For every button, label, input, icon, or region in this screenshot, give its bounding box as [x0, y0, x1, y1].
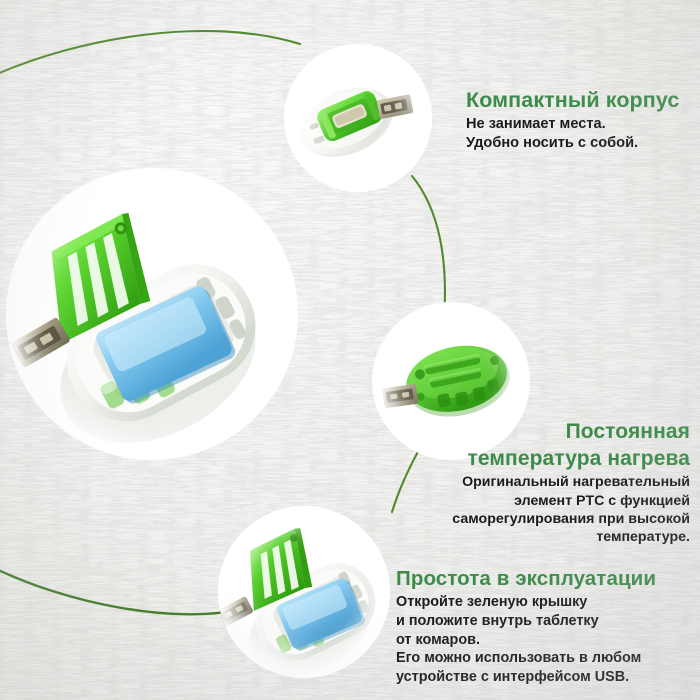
product-photo-top [284, 44, 432, 192]
feature-line: Оригинальный нагревательный [462, 474, 690, 491]
feature-line: Его можно использовать в любом [396, 650, 642, 667]
feature-line: температуре. [596, 528, 690, 545]
product-photo-green-body [372, 302, 530, 460]
feature-line: Удобно носить с собой. [466, 135, 639, 152]
device-open-small-illustration [218, 528, 376, 676]
device-open-with-tablet-illustration [11, 212, 256, 443]
feature-block-compact-case: Компактный корпус Не занимает места. Удо… [466, 88, 679, 153]
feature-line: Откройте зеленую крышку [396, 594, 588, 611]
feature-line: саморегулирования при высокой [452, 510, 690, 527]
feature-heading-compact-case: Компактный корпус [466, 88, 680, 112]
feature-heading-constant-temperature-line2: температура нагрева [467, 446, 690, 470]
feature-line: Не занимает места. [466, 116, 606, 133]
feature-line: устройстве с интерфейсом USB. [396, 669, 630, 686]
feature-line: и положите внутрь таблетку [396, 612, 599, 629]
feature-heading-easy-to-use: Простота в эксплуатации [396, 567, 657, 590]
feature-block-easy-to-use: Простота в эксплуатации Откройте зеленую… [396, 567, 656, 687]
feature-line: элемент PTC с функцией [514, 492, 690, 509]
feature-block-constant-temperature: Постоянная температура нагрева Оригиналь… [452, 420, 690, 546]
feature-line: от комаров. [396, 631, 480, 648]
product-photo-bottom [218, 506, 390, 678]
device-closed-topview-illustration [300, 88, 414, 157]
feature-heading-constant-temperature-line1: Постоянная [565, 420, 690, 443]
green-device-illustration [382, 345, 510, 417]
product-photo-main [6, 168, 298, 460]
